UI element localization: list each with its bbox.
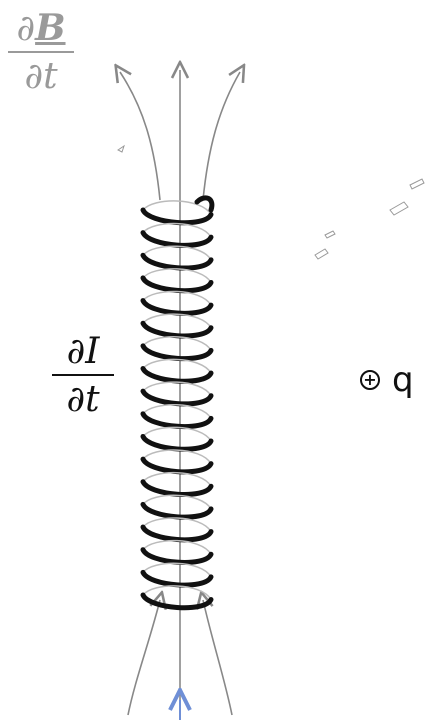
coil-turn-front [140,456,214,475]
field-line-right-top [202,72,240,201]
coil-turn-front [140,569,214,588]
fraction-bar [52,374,114,376]
field-line-right-bottom [203,600,233,716]
coil-turn-front [140,433,214,452]
coil-turn-back [142,449,212,465]
coil-turn-front [140,388,214,407]
coil-turn-front [140,230,214,248]
coil-turn-front [140,366,214,384]
fraction-bar [8,51,74,53]
coil-lead-top [194,195,215,213]
coil-turn-back [142,336,212,351]
magnetic-field-lines [120,70,240,720]
coil-turn-front [140,320,214,339]
field-line-left-bottom [127,600,160,716]
coil-turn-front [140,547,214,565]
coil-turn-back [142,245,212,261]
field-line-left-top [120,72,161,201]
coil-turn-front [140,207,214,226]
current-rate-denominator: ∂t [66,379,100,420]
coil-turn-back [142,539,212,555]
coil-turn-back [142,585,212,600]
coil-turn-front [140,343,214,362]
coil-turn-front [140,501,214,520]
coil-turn-back [142,404,212,419]
charge-label: q [392,360,414,400]
coil-turn-back [142,517,212,533]
coil-turn-front [140,479,214,497]
current-rate-fraction: ∂I ∂t [52,332,114,420]
coil-turn-back [142,290,212,306]
coil-turn-front [140,298,214,316]
coil-turn-back [142,200,212,215]
coil-turn-front [140,275,214,294]
coil-turn-back [142,426,212,442]
flux-rate-denominator: ∂t [24,56,58,97]
coil-turn-back [142,494,212,510]
coil-turn-back [142,381,212,397]
coil-turn-back [142,222,212,238]
flux-rate-numerator: ∂B [16,7,66,49]
coil-turn-back [142,358,212,374]
coil-turn-front [140,411,214,430]
plus-circle-icon: + [360,370,380,390]
current-rate-numerator: ∂I [66,331,100,372]
flux-rate-fraction: ∂B ∂t [8,8,74,97]
coil-turn-front [140,592,214,611]
coil-turn-back [142,268,212,283]
coil-turn-back [142,562,212,578]
solenoid-coil [140,195,215,611]
point-charge: + q [360,360,414,400]
coil-turn-back [142,471,212,487]
coil-turn-front [140,252,214,271]
coil-turn-back [142,313,212,329]
coil-turn-front [140,524,214,543]
background-sketch-marks [117,144,425,260]
